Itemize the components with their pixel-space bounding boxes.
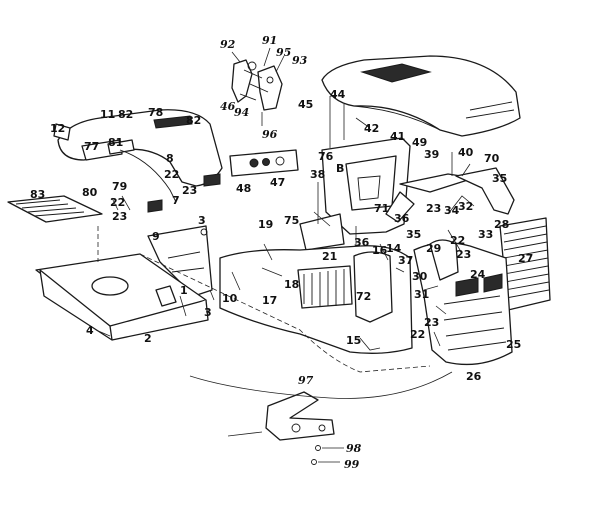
callout-23: 23 — [182, 184, 197, 197]
callout-25: 25 — [506, 338, 521, 351]
callout-24: 24 — [470, 268, 486, 281]
callout-96: 96 — [262, 128, 278, 141]
callout-8: 8 — [166, 152, 174, 165]
switch-plate — [229, 149, 299, 177]
callout-35: 35 — [492, 172, 507, 185]
callout-36: 36 — [354, 236, 370, 249]
callout-30: 30 — [412, 270, 428, 283]
hood — [321, 55, 521, 137]
callout-1: 1 — [180, 284, 188, 297]
callout-18: 18 — [284, 278, 299, 291]
callout-82: 82 — [186, 114, 201, 127]
nose-housing — [413, 239, 513, 366]
callout-3: 3 — [204, 306, 212, 319]
callout-23: 23 — [424, 316, 439, 329]
callout-28: 28 — [494, 218, 509, 231]
callout-41: 41 — [390, 130, 405, 143]
callout-98: 98 — [346, 442, 362, 455]
callout-23: 23 — [112, 210, 127, 223]
callout-82: 82 — [118, 108, 133, 121]
callout-93: 93 — [292, 54, 308, 67]
leader-lines — [95, 96, 475, 399]
callout-39: 39 — [424, 148, 439, 161]
callout-36: 36 — [394, 212, 410, 225]
callout-80: 80 — [82, 186, 98, 199]
callout-27: 27 — [518, 252, 533, 265]
callout-34: 34 — [444, 204, 460, 217]
upper-bracket-assembly — [231, 47, 285, 126]
callout-48: 48 — [236, 182, 251, 195]
lower-bracket — [227, 391, 344, 465]
side-bracket — [147, 225, 213, 297]
front-body-panel — [219, 245, 413, 354]
callout-33: 33 — [478, 228, 493, 241]
callout-35: 35 — [406, 228, 421, 241]
callout-9: 9 — [152, 230, 160, 243]
callout-31: 31 — [414, 288, 429, 301]
callout-22: 22 — [110, 196, 125, 209]
callout-72: 72 — [356, 290, 371, 303]
callout-32: 32 — [458, 200, 473, 213]
callout-22: 22 — [164, 168, 179, 181]
callout-47: 47 — [270, 176, 285, 189]
rear-fender — [53, 109, 223, 213]
callout-17: 17 — [262, 294, 277, 307]
callout-2: 2 — [144, 332, 152, 345]
callout-37: 37 — [398, 254, 413, 267]
callout-91: 91 — [262, 34, 277, 47]
callout-15: 15 — [346, 334, 361, 347]
callout-83: 83 — [30, 188, 45, 201]
callout-76: 76 — [318, 150, 334, 163]
callout-38: 38 — [310, 168, 325, 181]
callout-75: 75 — [284, 214, 299, 227]
callout-40: 40 — [458, 146, 474, 159]
callout-23: 23 — [456, 248, 471, 261]
callout-94: 94 — [234, 106, 249, 119]
footrest-mat — [7, 195, 103, 223]
callout-81: 81 — [108, 136, 123, 149]
callout-22: 22 — [450, 234, 465, 247]
callout-3: 3 — [198, 214, 206, 227]
callout-44: 44 — [330, 88, 346, 101]
callout-labels: 92 91 95 93 46 94 96 44 45 42 41 49 76 B… — [30, 34, 533, 471]
callout-11: 11 — [100, 108, 115, 121]
callout-99: 99 — [344, 458, 360, 471]
callout-10: 10 — [222, 292, 238, 305]
callout-71: 71 — [374, 202, 389, 215]
callout-4: 4 — [86, 324, 94, 337]
front-bar-frame — [385, 167, 515, 223]
callout-92: 92 — [220, 38, 236, 51]
callout-49: 49 — [412, 136, 427, 149]
callout-42: 42 — [364, 122, 379, 135]
callout-46: 46 — [220, 100, 236, 113]
callout-12: 12 — [50, 122, 65, 135]
callout-79: 79 — [112, 180, 127, 193]
callout-26: 26 — [466, 370, 482, 383]
callout-B: B — [336, 162, 344, 175]
callout-45: 45 — [298, 98, 313, 111]
callout-19: 19 — [258, 218, 273, 231]
callout-78: 78 — [148, 106, 163, 119]
callout-16: 16 — [372, 244, 388, 257]
callout-21: 21 — [322, 250, 337, 263]
callout-29: 29 — [426, 242, 441, 255]
callout-97: 97 — [298, 374, 314, 387]
callout-77: 77 — [84, 140, 99, 153]
callout-7: 7 — [172, 194, 180, 207]
callout-22: 22 — [410, 328, 425, 341]
callout-23: 23 — [426, 202, 441, 215]
callout-70: 70 — [484, 152, 500, 165]
callout-95: 95 — [276, 46, 291, 59]
dashboard-console — [299, 137, 411, 251]
callout-14: 14 — [386, 242, 402, 255]
